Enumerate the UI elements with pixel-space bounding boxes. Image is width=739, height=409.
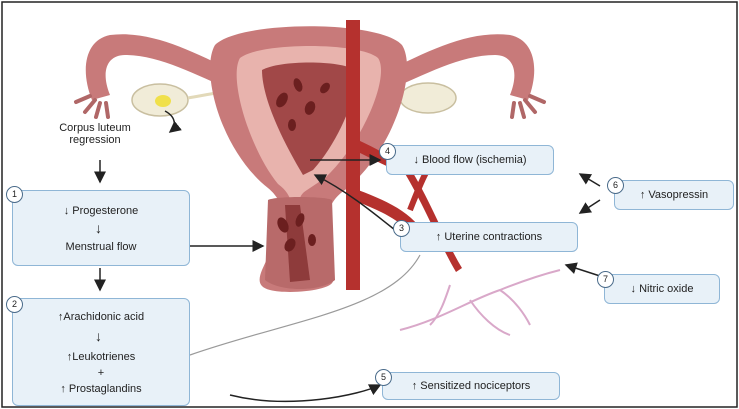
box1-line1: ↓ Progesterone: [13, 205, 189, 217]
box7-text: ↓ Nitric oxide: [605, 283, 719, 295]
box-arachidonic-acid: ↑Arachidonic acid ↓ ↑Leukotrienes + ↑ Pr…: [12, 298, 190, 406]
badge-5: 5: [375, 369, 392, 386]
right-ovary: [400, 83, 456, 113]
box-vasopressin: ↑ Vasopressin: [614, 180, 734, 210]
box4-text: ↓ Blood flow (ischemia): [387, 154, 553, 166]
box2-down-arrow: ↓: [95, 329, 102, 343]
box1-line2: Menstrual flow: [13, 241, 189, 253]
box2-line3: ↑ Prostaglandins: [13, 383, 189, 395]
box-nitric-oxide: ↓ Nitric oxide: [604, 274, 720, 304]
box2-line1: ↑Arachidonic acid: [13, 311, 189, 323]
box1-down-arrow: ↓: [95, 221, 102, 235]
badge-1: 1: [6, 186, 23, 203]
corpus-luteum-label-line2: regression: [40, 134, 150, 146]
nerve-fibers: [400, 270, 560, 335]
box5-text: ↑ Sensitized nociceptors: [383, 380, 559, 392]
box2-line2: ↑Leukotrienes: [13, 351, 189, 363]
corpus-luteum-label: Corpus luteum regression: [40, 122, 150, 146]
box6-text: ↑ Vasopressin: [615, 189, 733, 201]
box-progesterone: ↓ Progesterone ↓ Menstrual flow: [12, 190, 190, 266]
box3-text: ↑ Uterine contractions: [401, 231, 577, 243]
box-blood-flow: ↓ Blood flow (ischemia): [386, 145, 554, 175]
box-uterine-contractions: ↑ Uterine contractions: [400, 222, 578, 252]
badge-6: 6: [607, 177, 624, 194]
badge-7: 7: [597, 271, 614, 288]
badge-3: 3: [393, 220, 410, 237]
corpus-luteum-label-line1: Corpus luteum: [40, 122, 150, 134]
artery-vertical: [346, 20, 360, 290]
badge-2: 2: [6, 296, 23, 313]
corpus-luteum: [155, 95, 171, 107]
box-sensitized-nociceptors: ↑ Sensitized nociceptors: [382, 372, 560, 400]
box2-plus: +: [13, 367, 189, 379]
badge-4: 4: [379, 143, 396, 160]
